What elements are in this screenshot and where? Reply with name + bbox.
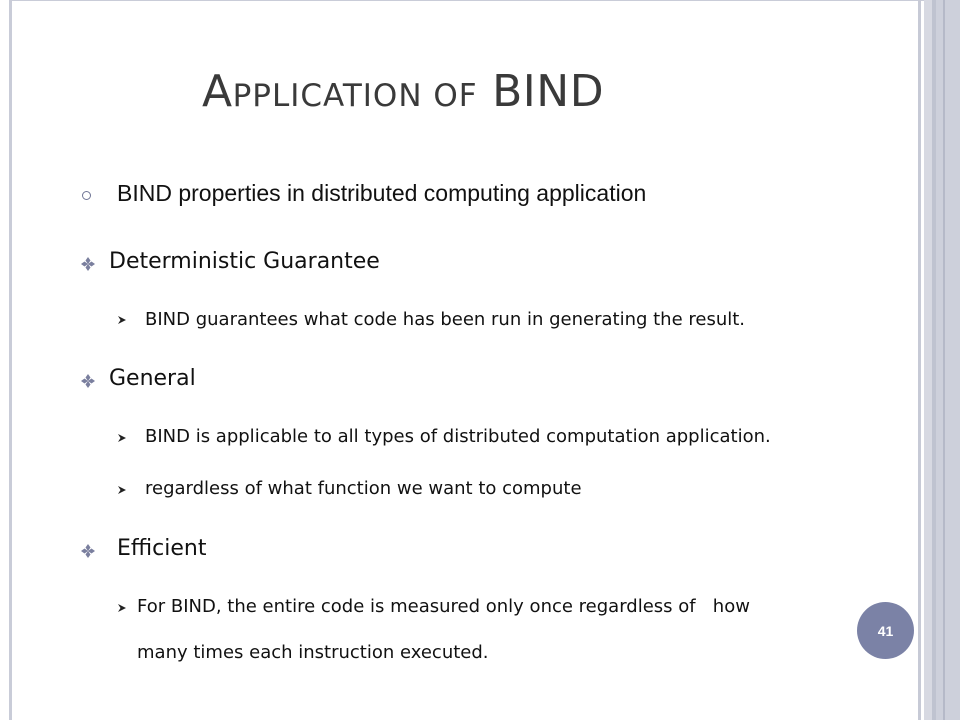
four-diamond-icon xyxy=(81,374,95,388)
title-initial: A xyxy=(202,66,233,117)
section-point: For BIND, the entire code is measured on… xyxy=(137,596,750,617)
frame-top-border xyxy=(9,0,924,1)
arrowhead-right-icon xyxy=(118,434,126,442)
frame-left-border xyxy=(9,0,12,720)
section-point: BIND is applicable to all types of distr… xyxy=(145,426,771,447)
four-diamond-icon xyxy=(81,257,95,271)
section-heading: General xyxy=(109,366,196,391)
intro-text: BIND properties in distributed computing… xyxy=(117,180,647,206)
four-diamond-icon xyxy=(81,544,95,558)
section-point-continuation: many times each instruction executed. xyxy=(137,642,489,663)
page-number-badge: 41 xyxy=(857,602,914,659)
decorative-stripe xyxy=(943,0,945,720)
arrowhead-right-icon xyxy=(118,316,126,324)
slide-title: APPLICATION OF BIND xyxy=(202,66,604,117)
section-heading: Efficient xyxy=(117,536,207,561)
title-small-caps: PPLICATION OF xyxy=(232,78,478,114)
section-point: regardless of what function we want to c… xyxy=(145,478,582,499)
section-point: BIND guarantees what code has been run i… xyxy=(145,309,746,330)
hollow-circle-icon xyxy=(82,191,91,200)
arrowhead-right-icon xyxy=(118,604,126,612)
decorative-stripe xyxy=(918,0,921,720)
arrowhead-right-icon xyxy=(118,486,126,494)
decorative-stripe xyxy=(924,0,932,720)
section-heading: Deterministic Guarantee xyxy=(109,249,380,274)
decorative-stripe xyxy=(932,0,936,720)
decorative-stripe xyxy=(936,0,960,720)
title-bind-word: BIND xyxy=(492,66,605,117)
